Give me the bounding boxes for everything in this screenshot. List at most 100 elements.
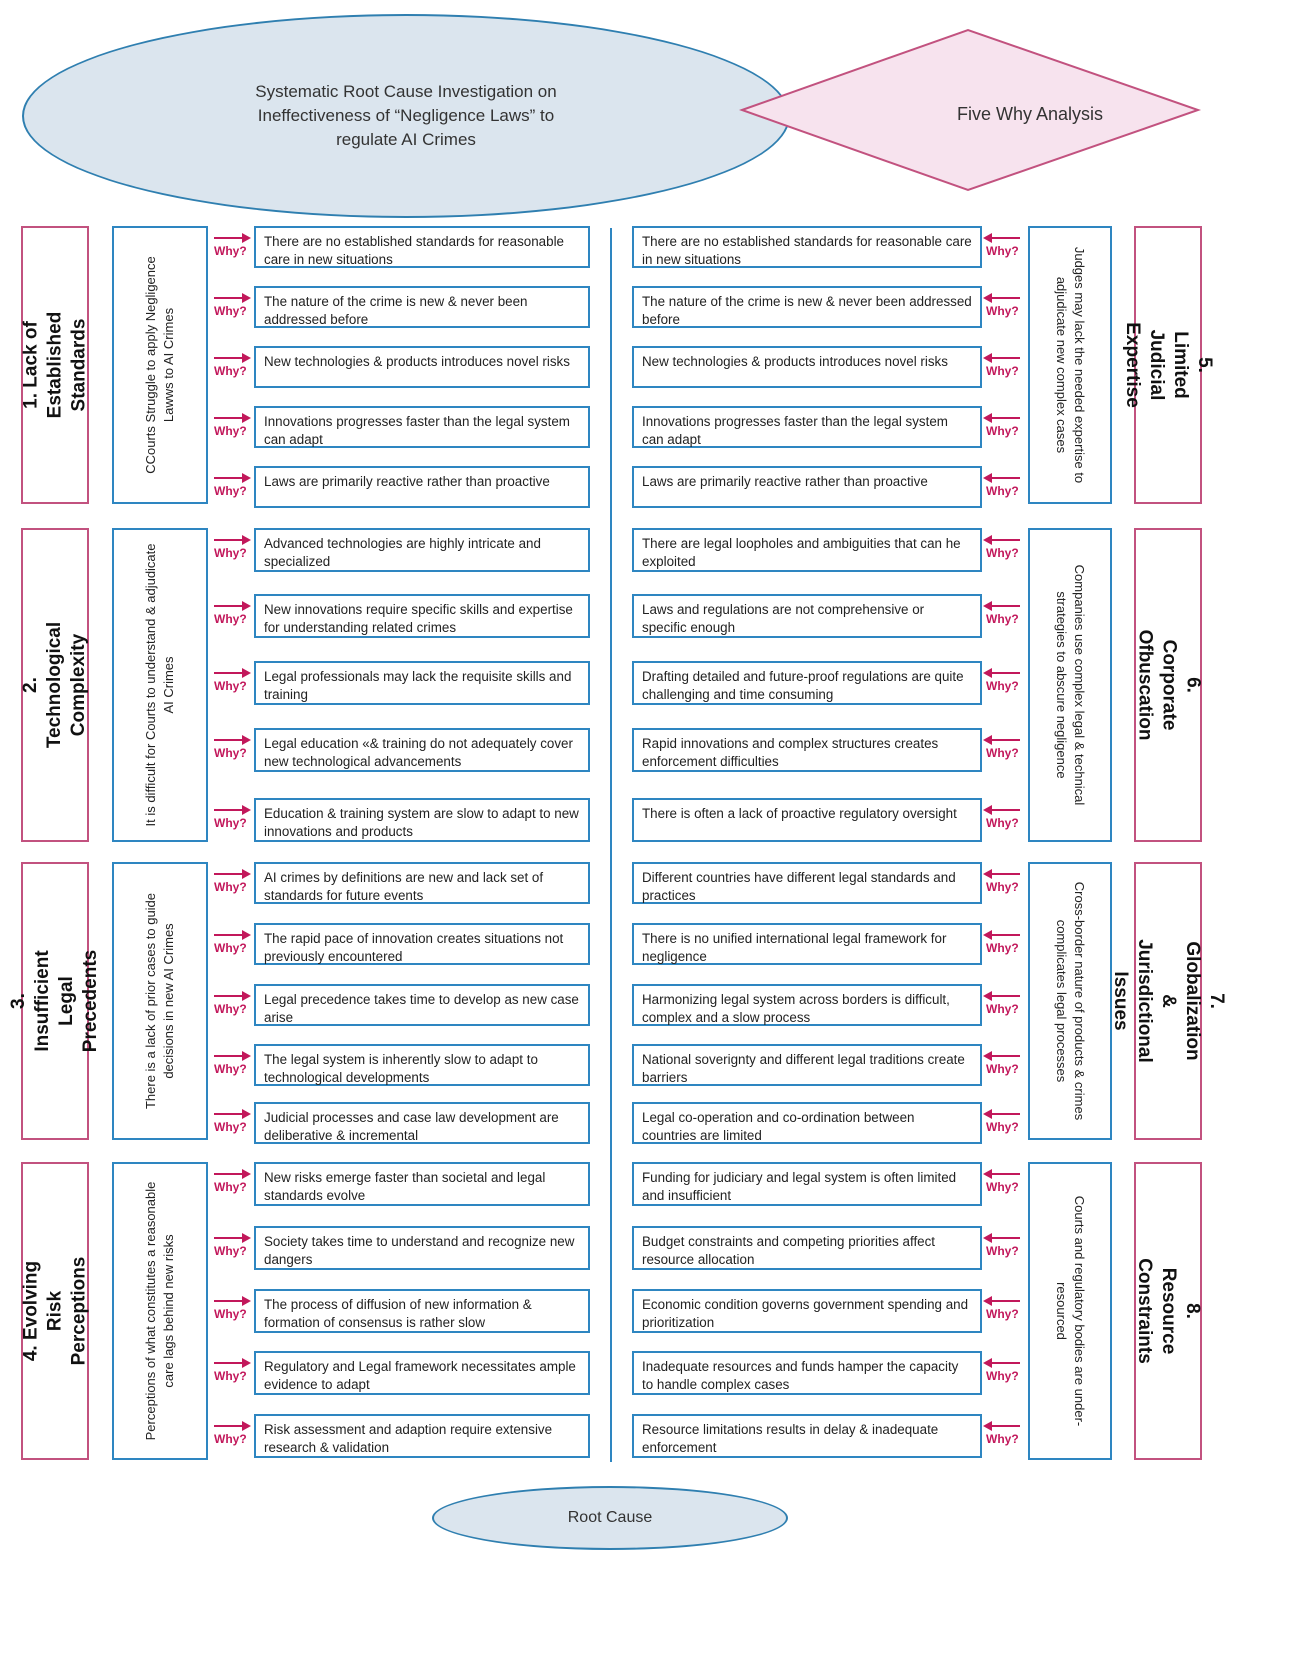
problem-statement: Perceptions of what constitutes a reason… bbox=[143, 1181, 176, 1441]
why-question-label: Why? bbox=[214, 1062, 247, 1076]
why-box: Risk assessment and adaption require ext… bbox=[254, 1414, 590, 1458]
why-box: New technologies & products introduces n… bbox=[254, 346, 590, 388]
why-text: New technologies & products introduces n… bbox=[642, 354, 948, 369]
problem-statement: Judges may lack the needed expertise to … bbox=[1054, 246, 1087, 484]
why-arrow-icon bbox=[983, 413, 1020, 423]
why-text: The nature of the crime is new & never b… bbox=[642, 294, 972, 327]
problem-statement: There is a lack of prior cases to guide … bbox=[143, 892, 176, 1110]
category-label: 1. Lack of Established Standards bbox=[20, 311, 89, 419]
why-box: Innovations progresses faster than the l… bbox=[254, 406, 590, 448]
why-text: The process of diffusion of new informat… bbox=[264, 1297, 532, 1330]
why-arrow-icon bbox=[983, 353, 1020, 363]
why-box: Laws are primarily reactive rather than … bbox=[632, 466, 982, 508]
problem-statement: Companies use complex legal & technical … bbox=[1054, 564, 1087, 806]
why-text: Budget constraints and competing priorit… bbox=[642, 1234, 936, 1267]
why-question-label: Why? bbox=[986, 1120, 1019, 1134]
why-arrow-icon bbox=[983, 1169, 1020, 1179]
why-box: There are no established standards for r… bbox=[254, 226, 590, 268]
why-arrow-icon bbox=[214, 805, 251, 815]
why-arrow-icon bbox=[983, 1233, 1020, 1243]
why-arrow-icon bbox=[983, 869, 1020, 879]
why-question-label: Why? bbox=[214, 1180, 247, 1194]
why-arrow-icon bbox=[983, 991, 1020, 1001]
category-box: 3. Insufficient Legal Precedents bbox=[8, 862, 101, 1140]
why-question-label: Why? bbox=[214, 941, 247, 955]
why-question-label: Why? bbox=[214, 424, 247, 438]
why-box: New technologies & products introduces n… bbox=[632, 346, 982, 388]
why-text: New innovations require specific skills … bbox=[264, 602, 573, 635]
category-box: 4. Evolving Risk Perceptions bbox=[20, 1162, 89, 1460]
why-box: Education & training system are slow to … bbox=[254, 798, 590, 842]
why-box: Innovations progresses faster than the l… bbox=[632, 406, 982, 448]
why-text: There are no established standards for r… bbox=[642, 234, 972, 267]
why-arrow-icon bbox=[214, 668, 251, 678]
problem-box: Courts and regulatory bodies are under-r… bbox=[1028, 1162, 1112, 1460]
why-text: The legal system is inherently slow to a… bbox=[264, 1052, 538, 1085]
why-question-label: Why? bbox=[214, 816, 247, 830]
why-box: New innovations require specific skills … bbox=[254, 594, 590, 638]
why-question-label: Why? bbox=[214, 746, 247, 760]
why-arrow-icon bbox=[983, 233, 1020, 243]
problem-box: Cross-border nature of products & crimes… bbox=[1028, 862, 1112, 1140]
why-text: New technologies & products introduces n… bbox=[264, 354, 570, 369]
why-arrow-icon bbox=[214, 601, 251, 611]
why-text: Legal professionals may lack the requisi… bbox=[264, 669, 572, 702]
why-question-label: Why? bbox=[986, 746, 1019, 760]
why-box: Legal precedence takes time to develop a… bbox=[254, 984, 590, 1026]
why-question-label: Why? bbox=[986, 1432, 1019, 1446]
why-question-label: Why? bbox=[986, 612, 1019, 626]
why-arrow-icon bbox=[214, 1233, 251, 1243]
why-box: The legal system is inherently slow to a… bbox=[254, 1044, 590, 1086]
why-arrow-icon bbox=[983, 535, 1020, 545]
why-box: Advanced technologies are highly intrica… bbox=[254, 528, 590, 572]
why-box: Resource limitations results in delay & … bbox=[632, 1414, 982, 1458]
why-arrow-icon bbox=[214, 413, 251, 423]
why-arrow-icon bbox=[214, 991, 251, 1001]
center-divider bbox=[610, 228, 612, 1462]
why-question-label: Why? bbox=[986, 546, 1019, 560]
why-text: National soverignty and different legal … bbox=[642, 1052, 965, 1085]
category-box: 1. Lack of Established Standards bbox=[20, 226, 89, 504]
why-question-label: Why? bbox=[214, 364, 247, 378]
category-label: 5. Limited Judicial Expertise bbox=[1122, 322, 1216, 408]
problem-box: Perceptions of what constitutes a reason… bbox=[112, 1162, 208, 1460]
why-arrow-icon bbox=[214, 233, 251, 243]
why-text: Regulatory and Legal framework necessita… bbox=[264, 1359, 576, 1392]
why-box: Inadequate resources and funds hamper th… bbox=[632, 1351, 982, 1395]
why-question-label: Why? bbox=[986, 679, 1019, 693]
why-text: There are no established standards for r… bbox=[264, 234, 564, 267]
why-question-label: Why? bbox=[214, 1307, 247, 1321]
why-text: There is often a lack of proactive regul… bbox=[642, 806, 957, 821]
why-arrow-icon bbox=[983, 1109, 1020, 1119]
why-question-label: Why? bbox=[214, 1432, 247, 1446]
why-arrow-icon bbox=[983, 293, 1020, 303]
why-text: Rapid innovations and complex structures… bbox=[642, 736, 939, 769]
category-label: 3. Insufficient Legal Precedents bbox=[8, 949, 101, 1053]
why-question-label: Why? bbox=[214, 612, 247, 626]
why-arrow-icon bbox=[983, 1421, 1020, 1431]
why-box: Harmonizing legal system across borders … bbox=[632, 984, 982, 1026]
root-cause-label: Root Cause bbox=[567, 1509, 653, 1526]
why-arrow-icon bbox=[214, 869, 251, 879]
why-question-label: Why? bbox=[986, 1369, 1019, 1383]
why-arrow-icon bbox=[214, 1296, 251, 1306]
why-box: There are legal loopholes and ambiguitie… bbox=[632, 528, 982, 572]
why-text: Different countries have different legal… bbox=[642, 870, 956, 903]
why-box: The process of diffusion of new informat… bbox=[254, 1289, 590, 1333]
why-box: There are no established standards for r… bbox=[632, 226, 982, 268]
why-question-label: Why? bbox=[986, 1062, 1019, 1076]
why-text: The rapid pace of innovation creates sit… bbox=[264, 931, 564, 964]
why-text: Laws and regulations are not comprehensi… bbox=[642, 602, 925, 635]
why-box: The nature of the crime is new & never b… bbox=[254, 286, 590, 328]
why-arrow-icon bbox=[983, 805, 1020, 815]
problem-statement: It is difficult for Courts to understand… bbox=[143, 543, 176, 827]
why-question-label: Why? bbox=[214, 679, 247, 693]
why-text: Innovations progresses faster than the l… bbox=[642, 414, 948, 447]
why-box: The rapid pace of innovation creates sit… bbox=[254, 923, 590, 965]
why-box: Legal education «& training do not adequ… bbox=[254, 728, 590, 772]
why-question-label: Why? bbox=[214, 1369, 247, 1383]
why-arrow-icon bbox=[983, 735, 1020, 745]
why-question-label: Why? bbox=[986, 304, 1019, 318]
why-text: Laws are primarily reactive rather than … bbox=[642, 474, 928, 489]
why-text: Education & training system are slow to … bbox=[264, 806, 579, 839]
